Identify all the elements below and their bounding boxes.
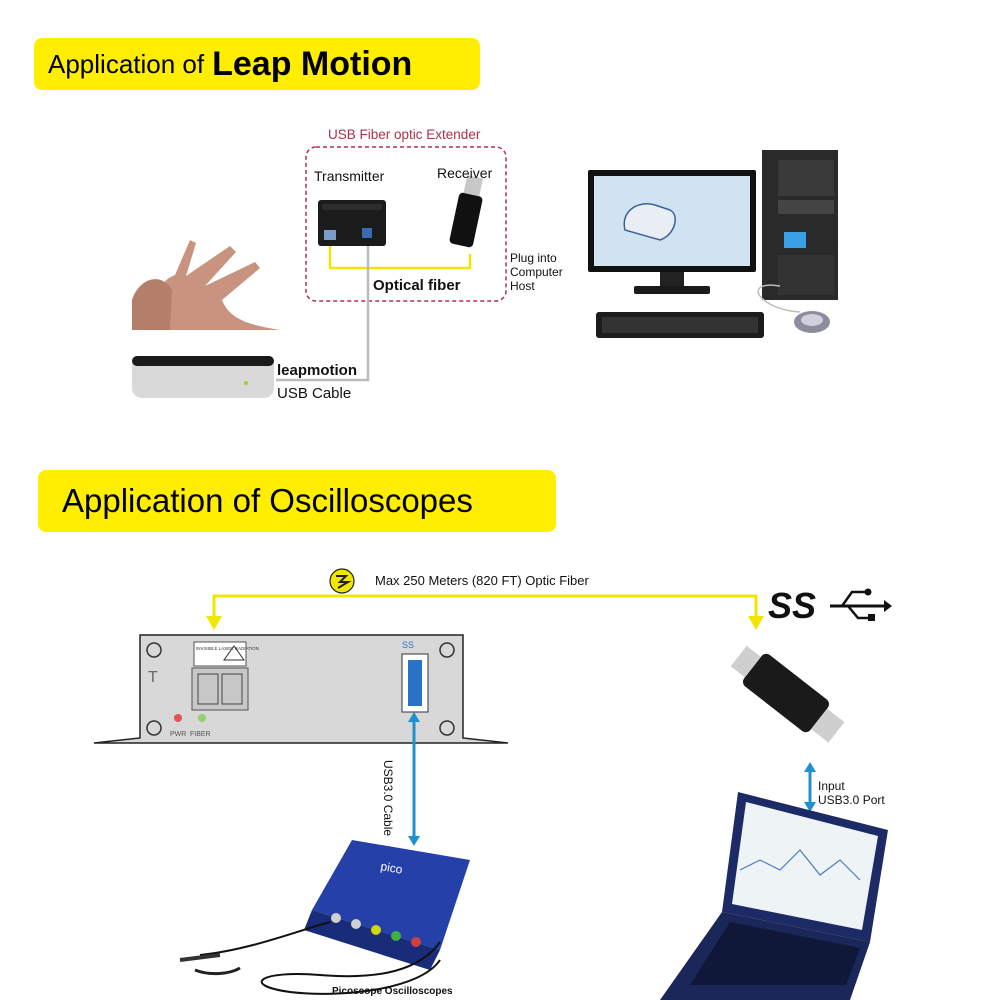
- picoscope-label: Picoscope Oscilloscopes: [332, 986, 453, 997]
- plug-into-label: Plug into Computer Host: [510, 251, 563, 293]
- leap-banner-emphasis: Leap Motion: [212, 44, 413, 83]
- probe-icon: [179, 921, 441, 995]
- laser-warning-text: INVISIBLE LASER RADIATION: [196, 646, 259, 651]
- usb-cable-line: [276, 246, 370, 382]
- usb-badge: SS: [402, 640, 414, 650]
- usb-trident-icon: SS: [768, 585, 892, 626]
- input-line-1: Input: [818, 779, 845, 793]
- fiber-chip-icon: [329, 568, 355, 594]
- leap-motion-diagram: [128, 146, 838, 398]
- oscilloscope-diagram: SS SS INVISIBLE LASER RADIATION T PWR FI…: [93, 568, 892, 1000]
- pwr-label: PWR: [170, 731, 186, 738]
- optical-fiber-label: Optical fiber: [373, 277, 461, 294]
- ss-logo-text: SS: [768, 585, 816, 626]
- input-arrow: [804, 762, 816, 812]
- t-mark: T: [148, 669, 158, 686]
- oscilloscopes-banner-title: Application of Oscilloscopes: [62, 482, 473, 519]
- input-line-2: USB3.0 Port: [818, 793, 885, 807]
- leap-motion-device-icon: [132, 356, 274, 398]
- usb-cable-label: USB Cable: [277, 385, 352, 402]
- plug-line-2: Computer: [510, 265, 563, 279]
- transmitter-label: Transmitter: [314, 168, 385, 184]
- usb3-cable-arrow: [408, 712, 420, 846]
- receiver-dongle-icon: [449, 175, 483, 248]
- mouse-icon: [757, 284, 830, 333]
- fiber-distance-label: Max 250 Meters (820 FT) Optic Fiber: [375, 573, 589, 588]
- receiver-dongle-icon-2: [730, 645, 845, 743]
- usb3-cable-label: USB3.0 Cable: [381, 760, 395, 837]
- device-brand: pico: [379, 859, 403, 877]
- keyboard-icon: [596, 312, 764, 338]
- leap-motion-banner: Application of Leap Motion: [34, 38, 480, 90]
- transmitter-box-icon: [318, 200, 386, 246]
- input-port-label: Input USB3.0 Port: [818, 779, 885, 807]
- optic-fiber-arrow: [206, 594, 764, 630]
- hand-gesture-icon: [128, 230, 280, 330]
- picoscope-device-icon: pico: [304, 840, 470, 970]
- monitor-icon: [588, 170, 756, 294]
- leap-banner-prefix: Application of: [48, 48, 205, 79]
- receiver-label: Receiver: [437, 165, 493, 181]
- optical-fiber-line: [328, 246, 472, 270]
- extender-box-icon: SS INVISIBLE LASER RADIATION T PWR FIBER: [93, 634, 509, 744]
- oscilloscopes-banner: Application of Oscilloscopes: [38, 470, 556, 532]
- fiber-led-label: FIBER: [190, 731, 211, 738]
- leapmotion-label: leapmotion: [277, 362, 358, 379]
- laptop-icon: [660, 792, 888, 1000]
- tower-pc-icon: [762, 150, 838, 300]
- extender-frame: [305, 146, 507, 302]
- extender-title: USB Fiber optic Extender: [328, 127, 481, 142]
- plug-line-1: Plug into: [510, 251, 557, 265]
- plug-line-3: Host: [510, 279, 535, 293]
